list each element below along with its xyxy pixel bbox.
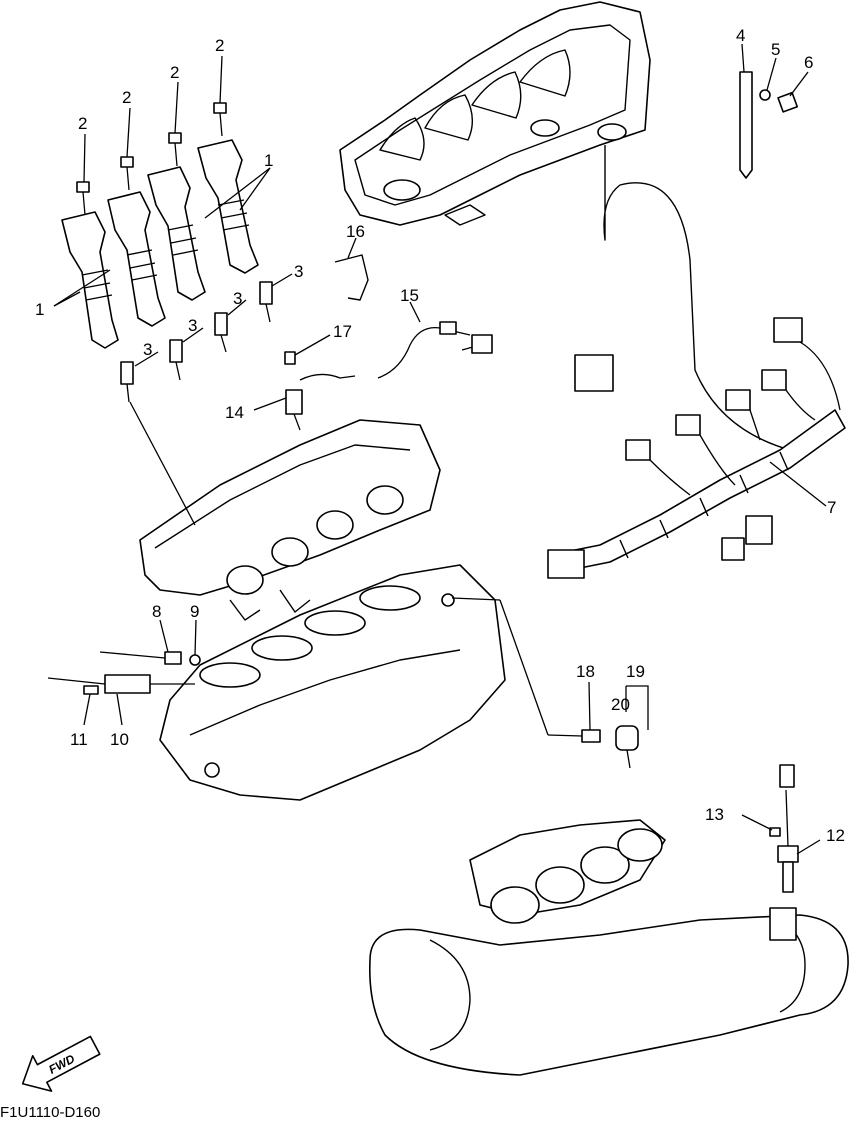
spark-plug-d: [259, 281, 273, 323]
callout-9: 9: [190, 602, 199, 621]
callout-8: 8: [152, 602, 161, 621]
clip-16: [334, 254, 369, 301]
sensors: [47, 254, 639, 769]
callout-17: 17: [333, 322, 352, 341]
leader-lines: [53, 43, 827, 855]
callout-labels: 1 1 2 2 2 2 3 3 3 3 4 5 6 7 8 9 10 11 12…: [35, 26, 845, 845]
ignition-coils: [61, 139, 259, 349]
lead-15: [377, 321, 493, 379]
callout-10: 10: [110, 730, 129, 749]
cylinder-head: [139, 419, 441, 621]
spark-plug-c: [214, 312, 228, 353]
callout-3c: 3: [233, 289, 242, 308]
callout-1a: 1: [264, 151, 273, 170]
sensor-20: [615, 725, 639, 769]
callout-3b: 3: [188, 316, 197, 335]
bolt-13: [769, 827, 781, 837]
callout-4: 4: [736, 26, 745, 45]
sensor-18: [581, 729, 601, 743]
ignition-coil-2: [107, 191, 166, 327]
bolt-2b: [120, 156, 134, 191]
sensor-14: [285, 389, 303, 431]
bolt-11: [83, 685, 99, 695]
spark-plugs: [120, 281, 273, 403]
callout-2d: 2: [215, 36, 224, 55]
bolt-2c: [168, 132, 182, 167]
callout-15: 15: [400, 286, 419, 305]
callout-2a: 2: [78, 114, 87, 133]
valve-cover: [339, 1, 651, 226]
callout-14: 14: [225, 403, 244, 422]
cable-tie-assembly: [739, 71, 799, 179]
callout-3d: 3: [294, 262, 303, 281]
callout-1b: 1: [35, 300, 44, 319]
wire-harness: [547, 145, 846, 579]
callout-7: 7: [827, 498, 836, 517]
exhaust-manifold: [368, 764, 849, 1076]
callout-18: 18: [576, 662, 595, 681]
ignition-coil-3: [147, 166, 206, 301]
sensor-10: [47, 674, 195, 694]
callout-16: 16: [346, 222, 365, 241]
callout-12: 12: [826, 826, 845, 845]
diagram-code: F1U1110-D160: [0, 1104, 100, 1121]
ignition-coil-1: [61, 211, 119, 349]
callout-2b: 2: [122, 88, 131, 107]
ignition-coil-4: [197, 139, 259, 274]
sensor-17: [284, 351, 356, 381]
callout-20: 20: [611, 695, 630, 714]
fwd-arrow: FWD: [21, 1035, 101, 1092]
spark-plug-b: [169, 339, 183, 381]
callout-6: 6: [804, 53, 813, 72]
callout-19: 19: [626, 662, 645, 681]
bolt-2d: [213, 102, 227, 137]
sensor-8: [99, 651, 182, 665]
spark-plug-a: [120, 361, 134, 403]
gasket-9: [189, 654, 201, 666]
cylinder-block: [159, 564, 506, 801]
callout-5: 5: [771, 40, 780, 59]
callout-3a: 3: [143, 340, 152, 359]
coil-bolts: [76, 102, 227, 216]
callout-2c: 2: [170, 63, 179, 82]
bolt-2a: [76, 181, 90, 216]
callout-11: 11: [70, 730, 88, 749]
sensor-12: [777, 764, 799, 893]
callout-13: 13: [705, 805, 724, 824]
